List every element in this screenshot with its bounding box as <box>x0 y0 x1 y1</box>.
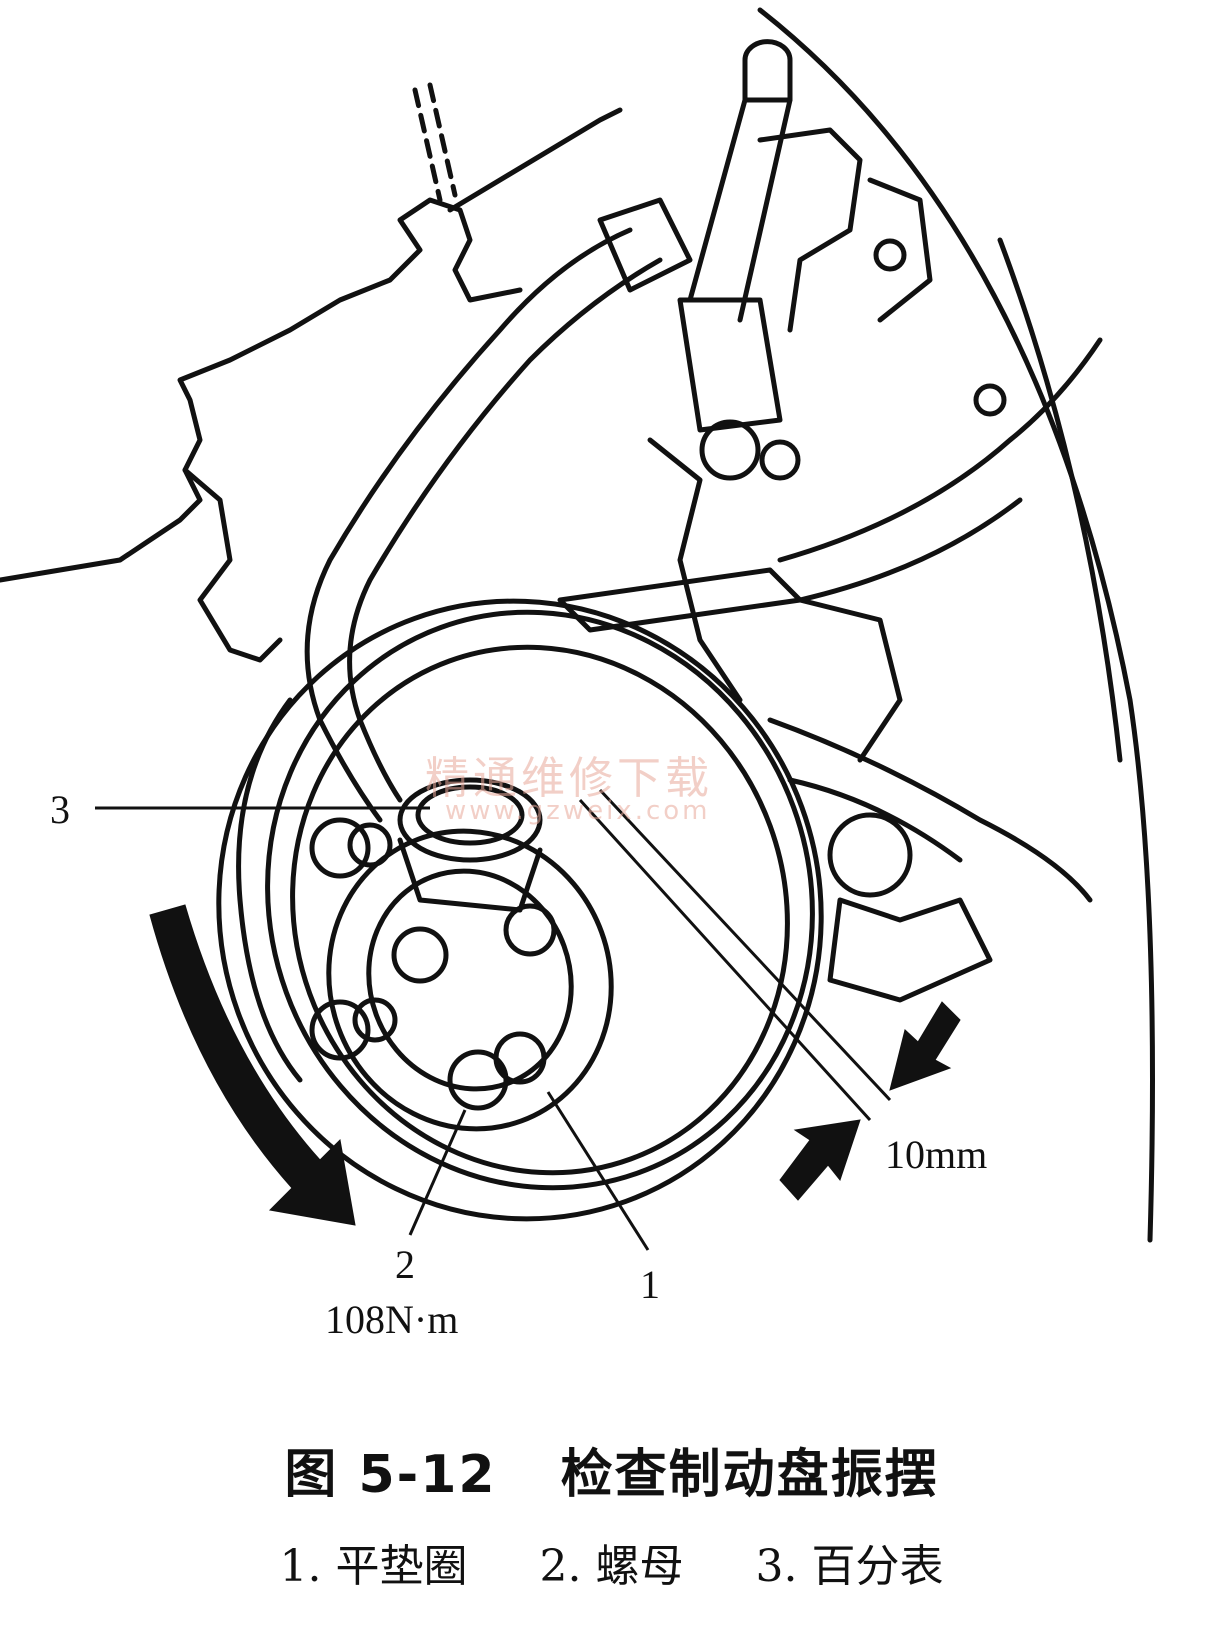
legend-text: 百分表 <box>811 1541 944 1592</box>
brake-disc-outer <box>216 598 824 1222</box>
bolt-hole-2 <box>973 383 1007 417</box>
ball-joint-nut <box>759 439 801 481</box>
legend-num: 3. <box>755 1541 798 1592</box>
dashed-line-2 <box>427 82 458 198</box>
strut-bracket-2 <box>867 177 933 323</box>
legend-text: 平垫圈 <box>335 1541 468 1592</box>
driveshaft-boot <box>777 337 1103 563</box>
dashed-line <box>412 87 443 203</box>
figure-label: 图 5-12 <box>284 1445 497 1505</box>
panel-line <box>447 107 623 213</box>
figure-caption: 图 5-12 检查制动盘振摆 <box>0 1432 1223 1507</box>
hose-fitting <box>597 197 693 293</box>
legend-text: 螺母 <box>595 1541 684 1592</box>
strut-body <box>677 297 783 433</box>
watermark-url: www.gzweix.com <box>445 796 711 826</box>
callout-2: 2 <box>395 1242 415 1287</box>
ball-joint <box>699 419 761 481</box>
strut-bracket <box>757 127 863 333</box>
brake-hose <box>304 227 633 823</box>
wheel-rim-arc <box>236 697 303 1083</box>
leader-10mm-b <box>598 788 892 1102</box>
lower-arm-bracket <box>827 897 993 1003</box>
leader-1 <box>546 1091 650 1251</box>
knuckle-arm <box>647 437 743 703</box>
brake-hose-outer <box>347 257 663 803</box>
driveshaft-boot-2 <box>797 497 1023 603</box>
dial-indicator-face <box>415 784 525 846</box>
legend-num: 2. <box>539 1541 582 1592</box>
body-panel <box>0 197 523 583</box>
bolt-hole <box>873 238 907 272</box>
pinch-arrow-down-icon <box>889 1001 961 1091</box>
callout-3: 3 <box>50 787 70 832</box>
callout-1: 1 <box>640 1262 660 1307</box>
lower-ball-joint <box>827 812 913 898</box>
leader-2 <box>408 1109 467 1236</box>
dial-indicator <box>397 777 543 863</box>
fender-inner <box>997 237 1123 763</box>
figure-title: 检查制动盘振摆 <box>560 1445 939 1505</box>
pinch-arrow-up-icon <box>779 1119 861 1201</box>
lower-arm <box>767 717 1093 903</box>
callout-torque: 108N·m <box>325 1297 459 1342</box>
hub <box>326 828 614 1132</box>
fender-outline <box>757 7 1155 1243</box>
wheel-studs <box>309 817 557 1111</box>
knuckle-arm-2 <box>797 597 903 763</box>
watermark-cn: 精通维修下载 <box>425 753 713 804</box>
figure-legend: 1. 平垫圈 2. 螺母 3. 百分表 <box>0 1530 1223 1594</box>
legend-num: 1. <box>279 1541 322 1592</box>
brake-disc-runout-illustration <box>0 7 1155 1251</box>
strut-cap <box>742 39 793 103</box>
brake-disc-inner <box>290 644 790 1176</box>
callout-gap: 10mm <box>885 1132 988 1177</box>
leader-10mm-a <box>578 798 872 1122</box>
rotation-arrow-icon <box>149 904 356 1226</box>
strut-rod <box>687 97 793 323</box>
body-panel-lower <box>182 467 283 663</box>
lower-arm-2 <box>787 777 963 863</box>
hub-inner <box>366 868 574 1092</box>
brake-disc-rim <box>265 609 815 1191</box>
dial-stand <box>397 837 543 913</box>
